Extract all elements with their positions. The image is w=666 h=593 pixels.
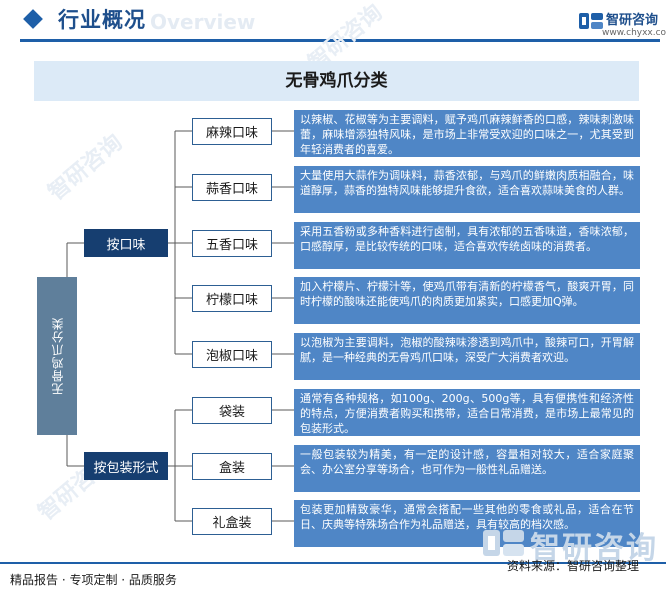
logo-url: www.chyxx.com — [602, 28, 666, 38]
chyxx-logo-icon — [579, 13, 603, 29]
category-flavor: 按口味 — [84, 229, 168, 257]
leaf-box: 盒装 — [192, 453, 272, 480]
header-divider — [20, 39, 660, 42]
root-node-label: 无骨鸡爪分类 — [50, 317, 65, 395]
watermark-logo-icon — [483, 530, 524, 556]
diagram-title-band — [34, 61, 639, 101]
logo-name: 智研咨询 — [606, 13, 659, 28]
leaf-bag: 袋装 — [192, 397, 272, 424]
data-source: 资料来源：智研咨询整理 — [507, 559, 640, 573]
leaf-lemon: 柠檬口味 — [192, 285, 272, 312]
leaf-mala: 麻辣口味 — [192, 118, 272, 145]
watermark-logo-text: 智研咨询 — [530, 531, 658, 566]
diagram-title: 无骨鸡爪分类 — [285, 71, 388, 91]
leaf-pickled-pepper: 泡椒口味 — [192, 341, 272, 368]
header-watermark: Overview — [150, 10, 256, 34]
root-node: 无骨鸡爪分类 — [37, 277, 77, 435]
footer-divider — [0, 562, 666, 564]
category-packaging: 按包装形式 — [84, 452, 168, 480]
leaf-five-spice: 五香口味 — [192, 230, 272, 257]
leaf-gift-box: 礼盒装 — [192, 508, 272, 535]
footer-slogan: 精品报告 · 专项定制 · 品质服务 — [10, 573, 177, 587]
desc-box: 一般包装较为精美，有一定的设计感，容量相对较大，适合家庭聚会、办公室分享等场合，… — [294, 445, 640, 492]
desc-bag: 通常有各种规格，如100g、200g、500g等，具有便携性和经济性的特点，方便… — [294, 389, 640, 436]
page-title: 行业概况 — [58, 8, 146, 32]
desc-garlic: 大量使用大蒜作为调味料，蒜香浓郁，与鸡爪的鲜嫩肉质相融合，味道醇厚，蒜香的独特风… — [294, 166, 640, 213]
desc-five-spice: 采用五香粉或多种香料进行卤制，具有浓郁的五香味道，香味浓郁，口感醇厚，是比较传统… — [294, 222, 640, 269]
desc-pickled-pepper: 以泡椒为主要调料，泡椒的酸辣味渗透到鸡爪中，酸辣可口，开胃解腻，是一种经典的无骨… — [294, 333, 640, 380]
leaf-garlic: 蒜香口味 — [192, 174, 272, 201]
desc-mala: 以辣椒、花椒等为主要调料，赋予鸡爪麻辣鲜香的口感，辣味刺激味蕾，麻味增添独特风味… — [294, 110, 640, 157]
desc-lemon: 加入柠檬片、柠檬汁等，使鸡爪带有清新的柠檬香气，酸爽开胃，同时柠檬的酸味还能使鸡… — [294, 277, 640, 324]
desc-gift-box: 包装更加精致豪华，通常会搭配一些其他的零食或礼品，适合在节日、庆典等特殊场合作为… — [294, 500, 640, 547]
